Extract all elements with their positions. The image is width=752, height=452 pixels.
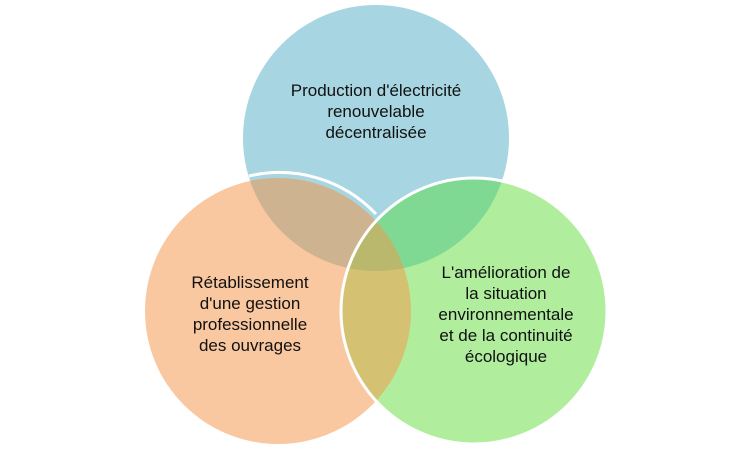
overlap-top-left	[243, 178, 411, 271]
label-line: et de la continuité	[439, 326, 573, 345]
label-line: environnementale	[438, 305, 574, 324]
label-line: écologique	[464, 347, 548, 366]
label-line: professionnelle	[192, 315, 308, 334]
outline-left-arc	[248, 171, 378, 216]
label-line: décentralisée	[325, 123, 427, 142]
label-line: la situation	[465, 284, 547, 303]
label-line: L'amélioration de	[441, 263, 571, 282]
label-line: des ouvrages	[198, 336, 302, 355]
label-line: Production d'électricité	[290, 81, 462, 100]
label-line: Rétablissement	[191, 273, 309, 292]
outline-right	[339, 176, 609, 446]
label-line: d'une gestion	[199, 294, 301, 313]
overlap-top-right	[341, 178, 509, 271]
label-line: renouvelable	[327, 102, 425, 121]
label-left: Rétablissement d'une gestion professionn…	[160, 272, 340, 356]
label-top: Production d'électricité renouvelable dé…	[256, 80, 496, 143]
label-right: L'amélioration de la situation environne…	[411, 262, 601, 367]
